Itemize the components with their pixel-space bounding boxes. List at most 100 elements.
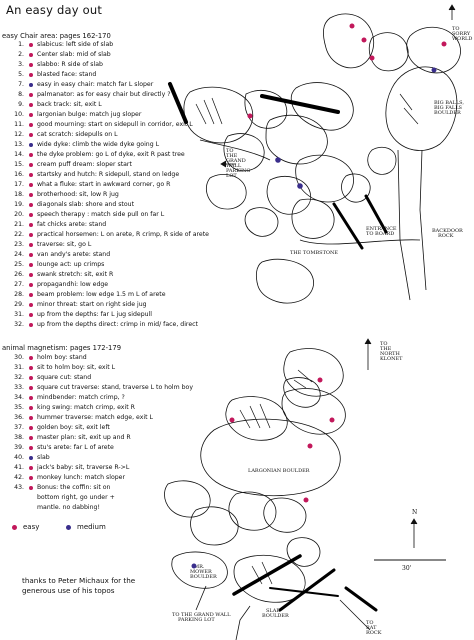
boulder-outline: [266, 176, 312, 215]
easy-dot-icon: [29, 476, 33, 480]
easy-dot-icon: [29, 323, 33, 327]
problem-marker-easy: [317, 377, 323, 383]
problem-description: blasted face: stand: [37, 71, 97, 78]
problem-marker-easy: [361, 37, 367, 43]
problem-number: 17.: [14, 181, 24, 188]
problem-marker-easy: [229, 417, 235, 423]
problem-number: 19.: [14, 201, 24, 208]
boulder-outline: [190, 506, 239, 546]
problem-number: 8.: [18, 91, 24, 98]
boulder-outline: [164, 480, 211, 518]
problem-description: monkey lunch: match sloper: [37, 474, 126, 481]
problem-number: 18.: [14, 191, 24, 198]
fallen-tree: [278, 568, 336, 612]
problem-description: stu's arete: far L of arete: [37, 444, 114, 451]
problem-number: 12.: [14, 131, 24, 138]
problem-description: square cut traverse: stand, traverse L t…: [37, 384, 194, 391]
arrow-left-icon: [220, 160, 236, 168]
fallen-tree: [332, 202, 364, 250]
problem-number: 32.: [14, 374, 24, 381]
medium-dot-icon: [29, 143, 33, 147]
tombstone-boulder: [255, 258, 314, 304]
fallen-tree: [260, 94, 340, 114]
problem-number: 24.: [14, 251, 24, 258]
problem-number: 40.: [14, 454, 24, 461]
problem-number: 2.: [18, 51, 24, 58]
problem-number: 11.: [14, 121, 24, 128]
problem-description: startsky and hutch: R sidepull, stand on…: [37, 171, 180, 178]
trail: [419, 149, 427, 291]
problem-number: 35.: [14, 404, 24, 411]
easy-dot-icon: [29, 63, 33, 67]
easy-dot-icon: [29, 233, 33, 237]
problem-description: holm boy: stand: [37, 354, 87, 361]
easy-dot-icon: [29, 303, 33, 307]
boulder-outline: [244, 207, 279, 237]
easy-dot-icon: [29, 313, 33, 317]
easy-dot-icon: [29, 93, 33, 97]
fallen-tree: [269, 587, 339, 597]
problem-description: sit to holm boy: sit, exit L: [37, 364, 116, 371]
problem-description: bottom right, go under +: [37, 494, 115, 501]
mr-mower-boulder: [171, 551, 228, 589]
boulder-outline: [283, 348, 344, 397]
problem-number: 23.: [14, 241, 24, 248]
easy-dot-icon: [29, 283, 33, 287]
fallen-tree: [232, 554, 302, 596]
problem-number: 13.: [14, 141, 24, 148]
easy-dot-icon: [29, 253, 33, 257]
largonian-boulder: [200, 418, 341, 497]
easy-dot-icon: [29, 263, 33, 267]
legend-medium: medium: [66, 523, 106, 531]
problem-description: beam problem: low edge 1.5 m L of arete: [37, 291, 166, 298]
boulder-outline: [290, 82, 354, 131]
problem-description: the dyke problem: go L of dyke, exit R p…: [37, 151, 185, 158]
problem-marker-easy: [349, 23, 355, 29]
problem-description: golden boy: sit, exit left: [37, 424, 110, 431]
problem-number: 41.: [14, 464, 24, 471]
medium-dot-icon: [66, 524, 71, 530]
easy-dot-icon: [29, 153, 33, 157]
problem-description: back track: sit, exit L: [37, 101, 102, 108]
easy-dot-icon: [29, 183, 33, 187]
trail: [299, 239, 421, 245]
problem-marker-easy: [329, 417, 335, 423]
boulder-outline: [295, 154, 354, 203]
problem-description: up from the depths: far L jug sidepull: [37, 311, 152, 318]
problem-number: 38.: [14, 434, 24, 441]
problem-marker-easy: [247, 113, 253, 119]
arrow-up-icon: [364, 338, 372, 370]
problem-number: 20.: [14, 211, 24, 218]
easy-dot-icon: [29, 73, 33, 77]
problem-marker-medium: [191, 563, 197, 569]
problem-description: easy in easy chair: match far L sloper: [37, 81, 154, 88]
problem-number: 36.: [14, 414, 24, 421]
trail: [397, 149, 411, 301]
easy-dot-icon: [29, 486, 33, 490]
fallen-tree: [364, 194, 388, 234]
problem-description: slab: [37, 454, 50, 461]
easy-dot-icon: [29, 103, 33, 107]
boulder-outline: [406, 26, 461, 74]
problem-description: practical horsemen: L on arete, R crimp,…: [37, 231, 209, 238]
problem-number: 22.: [14, 231, 24, 238]
hatch-mark: [195, 103, 207, 125]
problem-number: 14.: [14, 151, 24, 158]
north-arrow-icon: [410, 518, 418, 548]
boulder-outline: [263, 497, 307, 533]
problem-marker-easy: [369, 55, 375, 61]
hatch-mark: [211, 97, 223, 125]
problem-number: 29.: [14, 301, 24, 308]
trail: [195, 585, 207, 611]
problem-marker-easy: [303, 497, 309, 503]
problem-description: up from the depths direct: crimp in mid/…: [37, 321, 198, 328]
problem-number: 7.: [18, 81, 24, 88]
problem-description: master plan: sit, exit up and R: [37, 434, 131, 441]
problem-description: jack's baby: sit, traverse R->L: [37, 464, 130, 471]
hatch-mark: [399, 93, 413, 111]
medium-dot-icon: [29, 83, 33, 87]
